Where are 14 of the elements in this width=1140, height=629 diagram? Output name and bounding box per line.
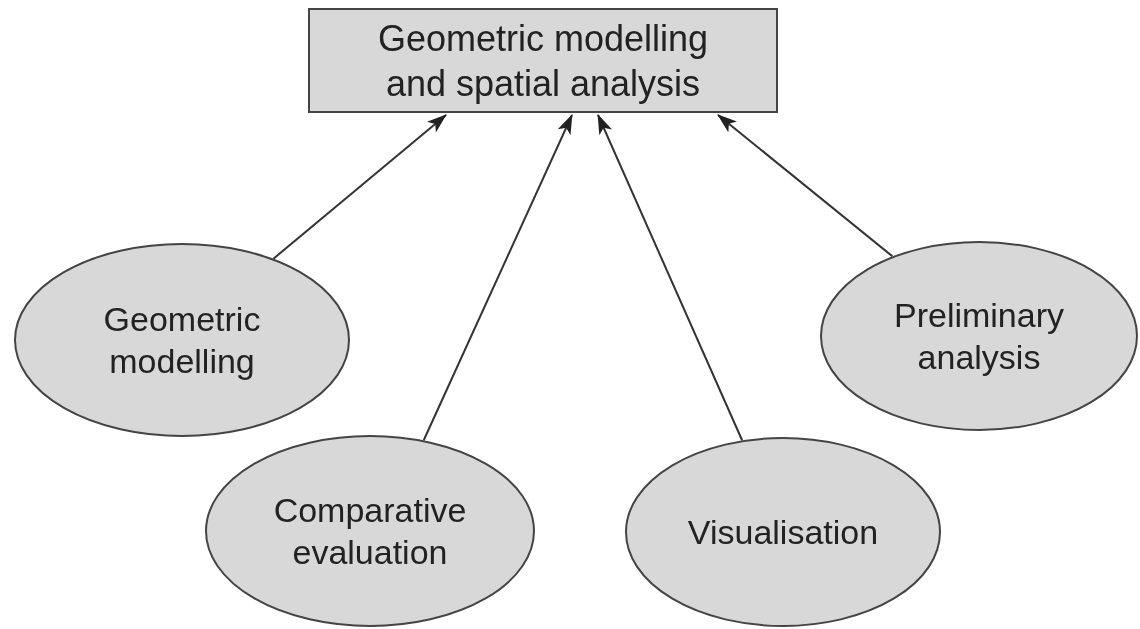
process-ellipse bbox=[820, 241, 1138, 431]
process-ellipse bbox=[625, 437, 941, 627]
arrow bbox=[597, 114, 744, 442]
process-box bbox=[308, 8, 778, 113]
node-label: Geometric modelling bbox=[102, 298, 262, 382]
arrow bbox=[717, 114, 894, 258]
arrow bbox=[272, 114, 447, 260]
arrow bbox=[422, 114, 573, 442]
node-label: Visualisation bbox=[687, 511, 879, 553]
node-label: Geometric modelling and spatial analysis bbox=[376, 16, 710, 106]
node-label: Comparative evaluation bbox=[272, 489, 468, 573]
node-label: Preliminary analysis bbox=[892, 294, 1065, 378]
process-ellipse bbox=[205, 435, 535, 627]
process-ellipse bbox=[14, 243, 350, 437]
